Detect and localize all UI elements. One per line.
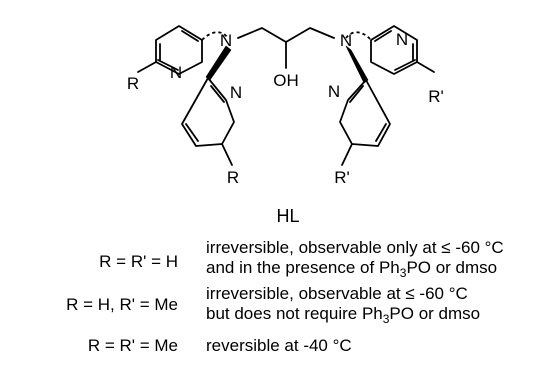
atom-n-right: N	[340, 31, 352, 50]
atom-n-pyridine-top-left: N	[170, 63, 182, 82]
atom-oh: OH	[273, 71, 299, 90]
pyridine-bottom-left	[181, 45, 235, 166]
case-2-note-line2: but does not require Ph3PO or dmso	[206, 304, 481, 326]
ligand-structure: N N OH N N N N R R R' R'	[127, 25, 444, 187]
compound-label: HL	[276, 206, 300, 226]
atom-n-pyridine-bottom-right: N	[328, 82, 340, 101]
case-1-note-line1: irreversible, observable only at ≤ -60 °…	[206, 238, 504, 257]
case-2-substituents: R = H, R' = Me	[66, 295, 178, 314]
dashed-bond-top-left	[201, 31, 229, 41]
case-3-substituents: R = R' = Me	[87, 336, 178, 355]
pyridine-bottom-right	[339, 45, 391, 166]
atom-r-top-left: R	[127, 74, 139, 93]
case-1-substituents: R = R' = H	[99, 252, 178, 271]
case-3-note-line1: reversible at -40 °C	[206, 336, 352, 355]
atom-r-bottom-right: R'	[334, 168, 350, 187]
atom-n-pyridine-top-right: N	[396, 30, 408, 49]
case-2-note-line1: irreversible, observable at ≤ -60 °C	[206, 284, 468, 303]
atom-n-pyridine-bottom-left: N	[230, 83, 242, 102]
case-1-note: irreversible, observable only at ≤ -60 °…	[206, 238, 536, 280]
case-3-note: reversible at -40 °C	[206, 336, 536, 356]
atom-n-left: N	[220, 31, 232, 50]
backbone-bonds	[237, 27, 335, 69]
case-2-note: irreversible, observable at ≤ -60 °C but…	[206, 284, 536, 326]
dashed-bond-top-right	[345, 31, 372, 41]
pyridine-top-right	[370, 25, 435, 75]
case-1-note-line2: and in the presence of Ph3PO or dmso	[206, 258, 498, 280]
atom-r-top-right: R'	[428, 87, 444, 106]
atom-r-bottom-left: R	[227, 168, 239, 187]
